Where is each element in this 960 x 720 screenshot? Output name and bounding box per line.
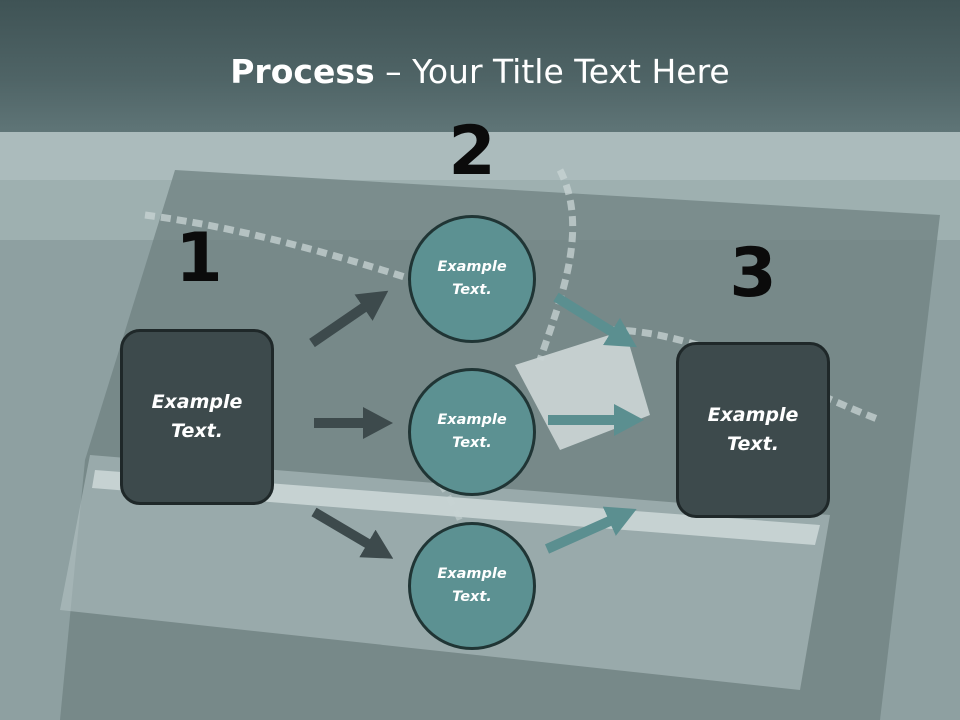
arrow-step1-to-top-icon bbox=[309, 290, 389, 348]
step-2-circle-bottom: Example Text. bbox=[408, 522, 536, 650]
title-bold: Process bbox=[230, 52, 375, 91]
step-number-1: 1 bbox=[175, 219, 223, 298]
step-2-circle-bottom-text: Example Text. bbox=[437, 566, 507, 605]
step-2-circle-middle: Example Text. bbox=[408, 368, 536, 496]
step-number-3: 3 bbox=[729, 234, 777, 313]
title-bar bbox=[0, 0, 960, 132]
step-2-circle-middle-text: Example Text. bbox=[437, 412, 507, 451]
step-1-box: Example Text. bbox=[120, 329, 274, 505]
step-2-circle-top-text: Example Text. bbox=[437, 259, 507, 298]
step-2-circle-top: Example Text. bbox=[408, 215, 536, 343]
arrow-step1-to-bottom-icon bbox=[311, 507, 394, 559]
slide-title: Process – Your Title Text Here bbox=[0, 52, 960, 91]
arrow-top-to-step3-icon bbox=[553, 292, 637, 348]
step-3-box: Example Text. bbox=[676, 342, 830, 518]
step-3-text: Example Text. bbox=[707, 404, 799, 455]
step-1-text: Example Text. bbox=[151, 391, 243, 442]
step-number-2: 2 bbox=[448, 112, 496, 191]
arrow-bottom-to-step3-icon bbox=[544, 506, 637, 554]
title-rest: – Your Title Text Here bbox=[374, 52, 730, 91]
